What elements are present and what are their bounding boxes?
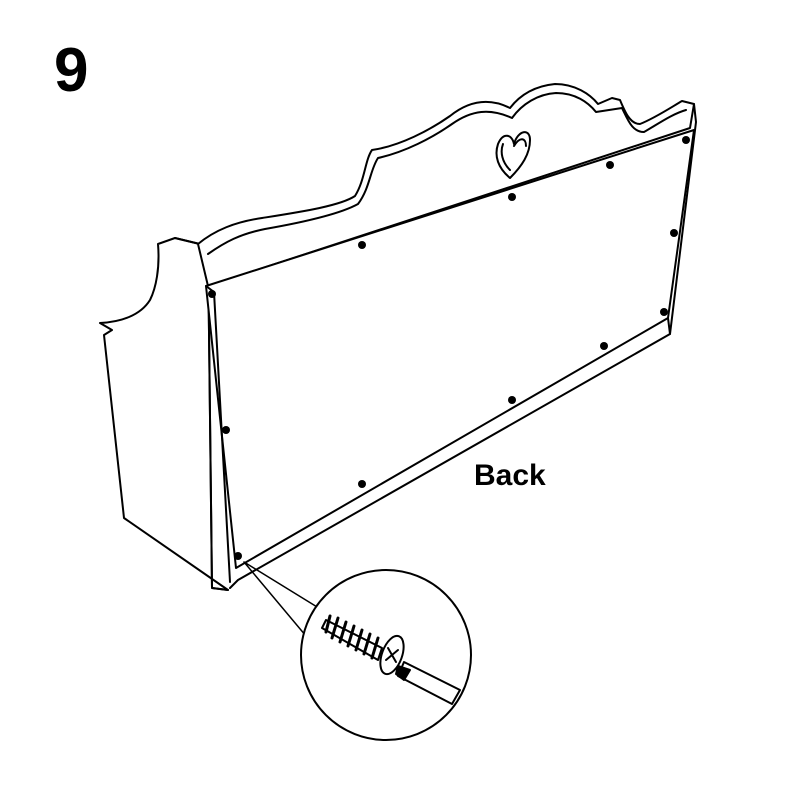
screw-hole [600, 342, 608, 350]
step-number: 9 [54, 36, 89, 105]
screw-hole [208, 290, 216, 298]
top-board-inner-edge [207, 92, 687, 255]
screw-hole [358, 480, 366, 488]
detail-leader-lines [243, 561, 323, 637]
screw-head-cross [385, 647, 399, 663]
left-side-panel [99, 237, 229, 591]
screwdriver-tip [395, 665, 411, 681]
back-panel-label: Back [474, 459, 546, 492]
back-panel-bottom-edge [667, 317, 671, 335]
screw-hole [358, 241, 366, 249]
screw-shank [321, 619, 383, 661]
screw-hole [682, 136, 690, 144]
left-panel-edge [174, 237, 229, 591]
heart-cutout [495, 131, 531, 179]
screw-hole [222, 426, 230, 434]
screw-and-screwdriver-icon [321, 614, 461, 705]
heart-cutout-inner [500, 138, 527, 171]
screw-hole [660, 308, 668, 316]
screw-hole [508, 193, 516, 201]
top-back-board [197, 83, 695, 287]
screw-hole [234, 552, 242, 560]
screw-holes [208, 136, 690, 560]
screw-hole [508, 396, 516, 404]
screw-hole [670, 229, 678, 237]
screw-threads [324, 614, 380, 660]
screw-hole [606, 161, 614, 169]
